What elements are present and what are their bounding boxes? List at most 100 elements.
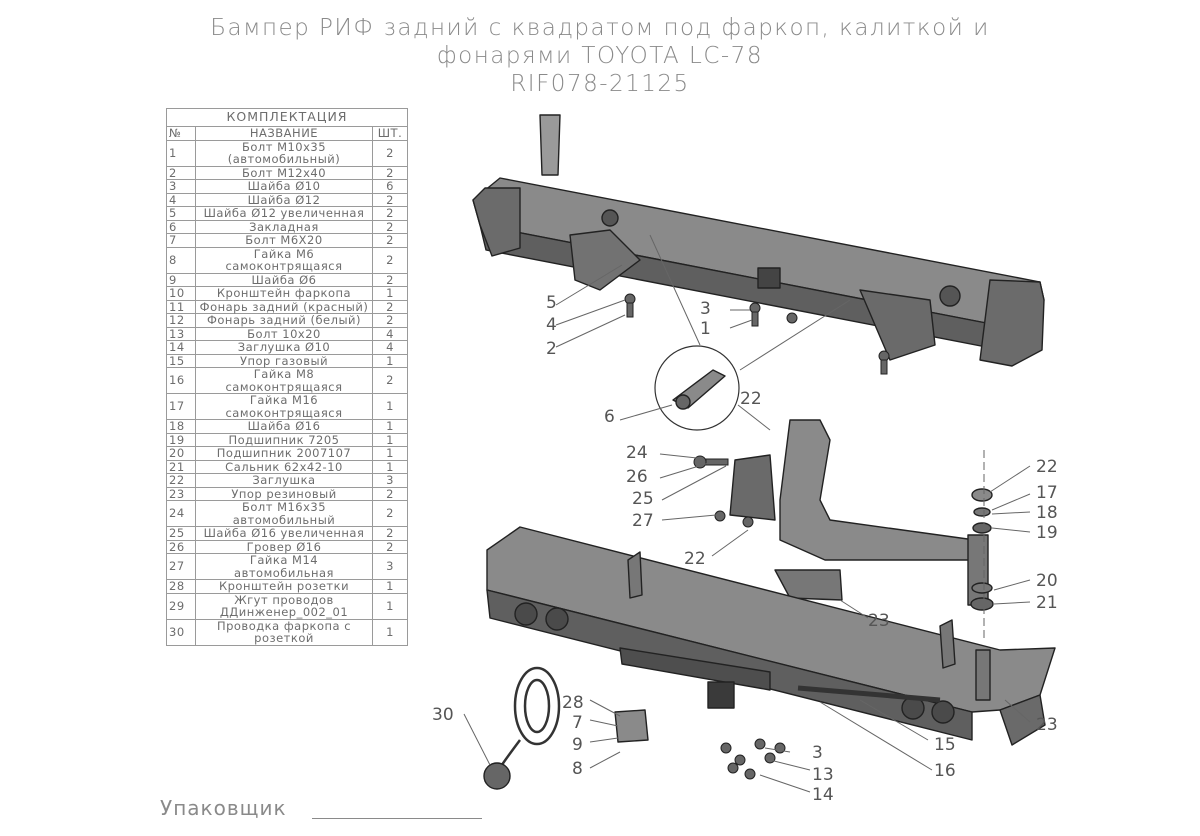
row-name: Сальник 62х42-10 <box>195 459 373 474</box>
callout-22-a: 22 <box>740 389 762 409</box>
callout-15: 15 <box>934 735 956 755</box>
row-number: 17 <box>166 393 196 420</box>
row-qty: 2 <box>372 500 408 527</box>
callout-16: 16 <box>934 761 956 781</box>
row-name: Подшипник 7205 <box>195 432 373 447</box>
row-qty: 2 <box>372 367 408 394</box>
row-number: 9 <box>166 272 196 287</box>
row-number: 19 <box>166 432 196 447</box>
row-name: Упор резиновый <box>195 486 373 501</box>
row-number: 30 <box>166 618 196 646</box>
row-name: Фонарь задний (белый) <box>195 313 373 328</box>
callout-2: 2 <box>546 339 557 359</box>
row-qty: 1 <box>372 286 408 301</box>
callout-7: 7 <box>572 713 583 733</box>
row-qty: 3 <box>372 473 408 488</box>
callout-24: 24 <box>626 443 648 463</box>
row-name: Заглушка <box>195 473 373 488</box>
row-qty: 1 <box>372 393 408 420</box>
row-name: Кронштейн фаркопа <box>195 286 373 301</box>
row-number: 15 <box>166 353 196 368</box>
callout-9: 9 <box>572 735 583 755</box>
row-name: Кронштейн розетки <box>195 579 373 594</box>
row-name: Жгут проводов ДДинженер_002_01 <box>195 592 373 620</box>
row-name: Болт 10х20 <box>195 326 373 341</box>
row-number: 12 <box>166 313 196 328</box>
socket-bracket-part <box>614 709 649 743</box>
callout-4: 4 <box>546 315 557 335</box>
callout-27: 27 <box>632 511 654 531</box>
row-name: Гайка М14 автомобильная <box>195 553 373 580</box>
row-qty: 4 <box>372 340 408 355</box>
drawing-title-line2: фонарями TOYOTA LC-78 <box>437 43 763 69</box>
drawing-title-line1: Бампер РИФ задний с квадратом под фаркоп… <box>210 15 990 41</box>
callout-23-a: 23 <box>868 611 890 631</box>
callout-3: 3 <box>700 299 711 319</box>
row-qty: 2 <box>372 272 408 287</box>
row-name: Фонарь задний (красный) <box>195 299 373 314</box>
row-qty: 1 <box>372 459 408 474</box>
row-qty: 1 <box>372 446 408 461</box>
row-name: Заглушка Ø10 <box>195 340 373 355</box>
row-name: Болт М16х35 автомобильный <box>195 500 373 527</box>
row-number: 22 <box>166 473 196 488</box>
row-number: 24 <box>166 500 196 527</box>
callout-8: 8 <box>572 759 583 779</box>
row-number: 25 <box>166 526 196 541</box>
row-name: Проводка фаркопа с розеткой <box>195 618 373 646</box>
rear-bumper-part <box>486 526 1056 746</box>
row-number: 21 <box>166 459 196 474</box>
callout-23-b: 23 <box>1036 715 1058 735</box>
callout-26: 26 <box>626 467 648 487</box>
row-qty: 4 <box>372 326 408 341</box>
row-number: 13 <box>166 326 196 341</box>
table-caption: КОМПЛЕКТАЦИЯ <box>166 108 408 127</box>
row-number: 16 <box>166 367 196 394</box>
callout-22-c: 22 <box>1036 457 1058 477</box>
callout-14: 14 <box>812 785 834 805</box>
row-name: Шайба Ø16 увеличенная <box>195 526 373 541</box>
callout-5: 5 <box>546 293 557 313</box>
detail-inset-circle <box>654 345 740 431</box>
callout-13: 13 <box>812 765 834 785</box>
callout-17: 17 <box>1036 483 1058 503</box>
row-number: 1 <box>166 139 196 167</box>
callout-18: 18 <box>1036 503 1058 523</box>
row-number: 18 <box>166 419 196 434</box>
row-qty: 1 <box>372 618 408 646</box>
callout-20: 20 <box>1036 571 1058 591</box>
row-number: 10 <box>166 286 196 301</box>
row-name: Шайба Ø16 <box>195 419 373 434</box>
packer-label: Упаковщик <box>160 796 287 820</box>
row-name: Болт М10х35 (автомобильный) <box>195 139 373 167</box>
row-name: Гайка М8 самоконтрящаяся <box>195 367 373 394</box>
upper-crossmember-part <box>472 114 1045 367</box>
row-qty: 3 <box>372 553 408 580</box>
callout-19: 19 <box>1036 523 1058 543</box>
row-name: Гайка М16 самоконтрящаяся <box>195 393 373 420</box>
row-qty: 2 <box>372 246 408 274</box>
row-name: Гайка М6 самоконтрящаяся <box>195 246 373 274</box>
